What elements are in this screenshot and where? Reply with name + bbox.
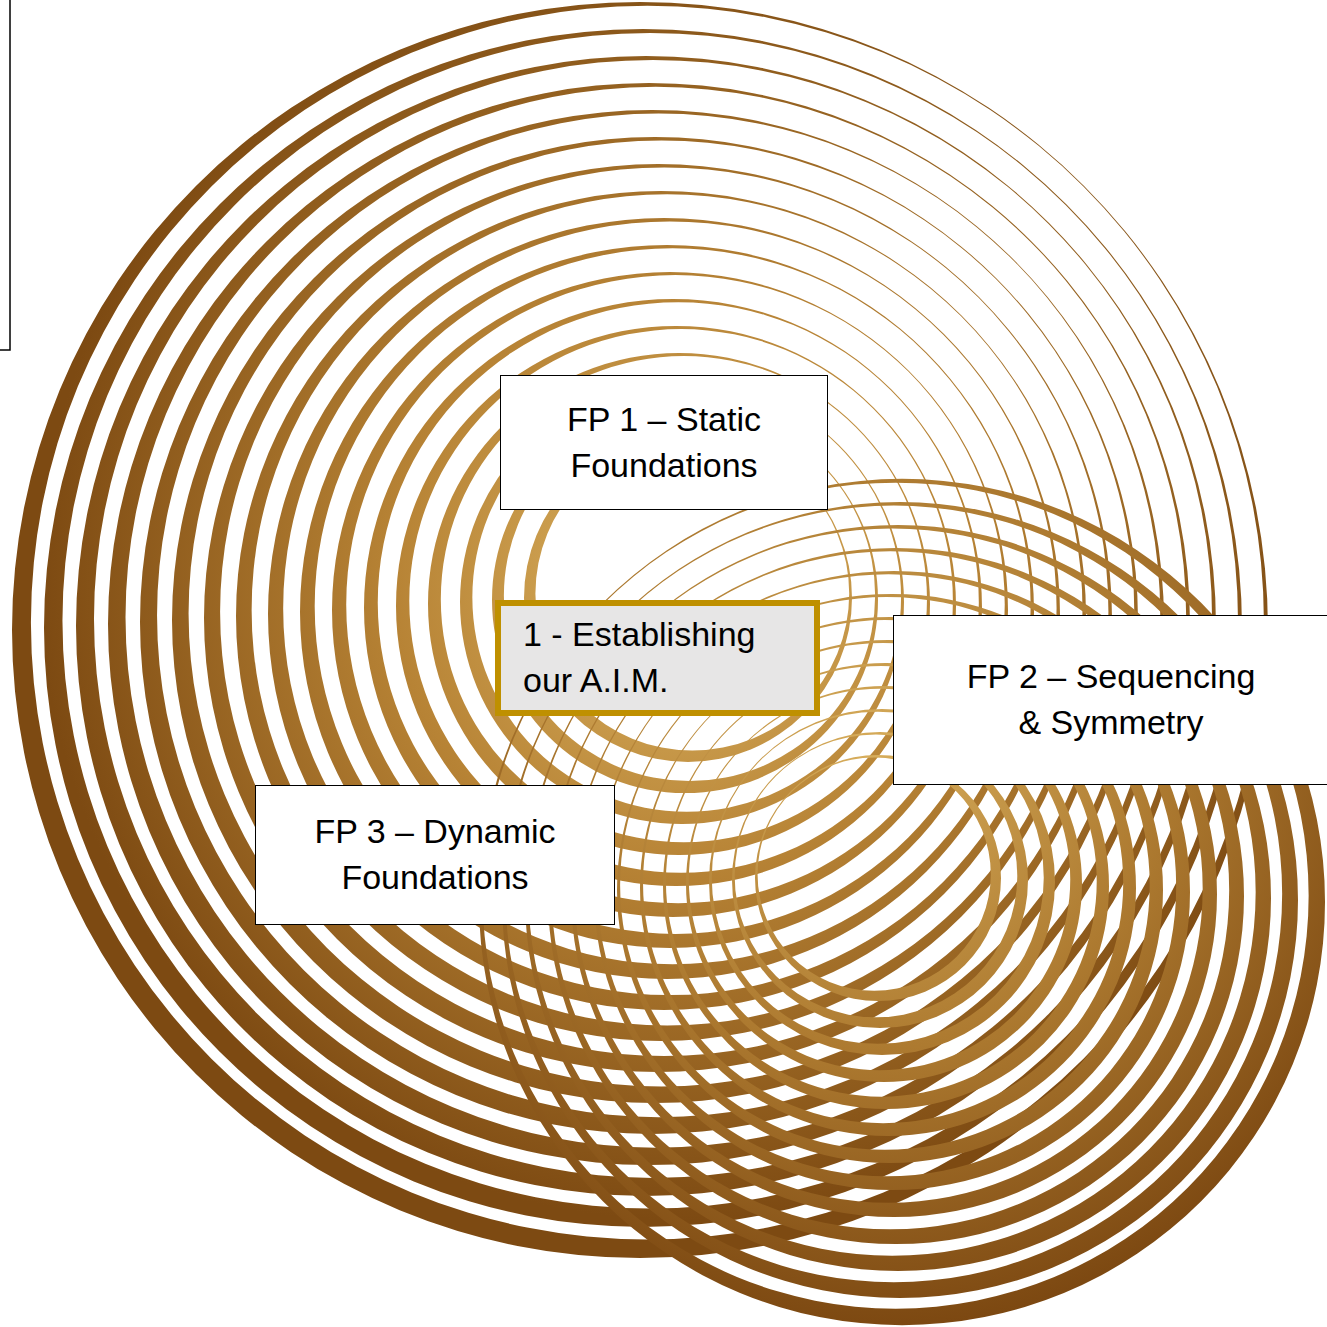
focus-box: FP 3 – Dynamic Foundations xyxy=(255,785,615,925)
node-label: FP 3 – Dynamic Foundations xyxy=(270,809,600,901)
swirl-stripe xyxy=(755,755,1001,1001)
focus-box: FP 2 – Sequencing & Symmetry xyxy=(893,615,1327,785)
focus-box: FP 1 – Static Foundations xyxy=(500,375,828,510)
aim-box: 1 - Establishing our A.I.M. xyxy=(495,600,820,716)
side-panel-edge xyxy=(0,0,10,350)
node-label: 1 - Establishing our A.I.M. xyxy=(523,612,792,704)
node-label: FP 2 – Sequencing & Symmetry xyxy=(959,654,1264,746)
swirl-stripe xyxy=(428,353,930,855)
node-label: FP 1 – Static Foundations xyxy=(515,397,813,489)
